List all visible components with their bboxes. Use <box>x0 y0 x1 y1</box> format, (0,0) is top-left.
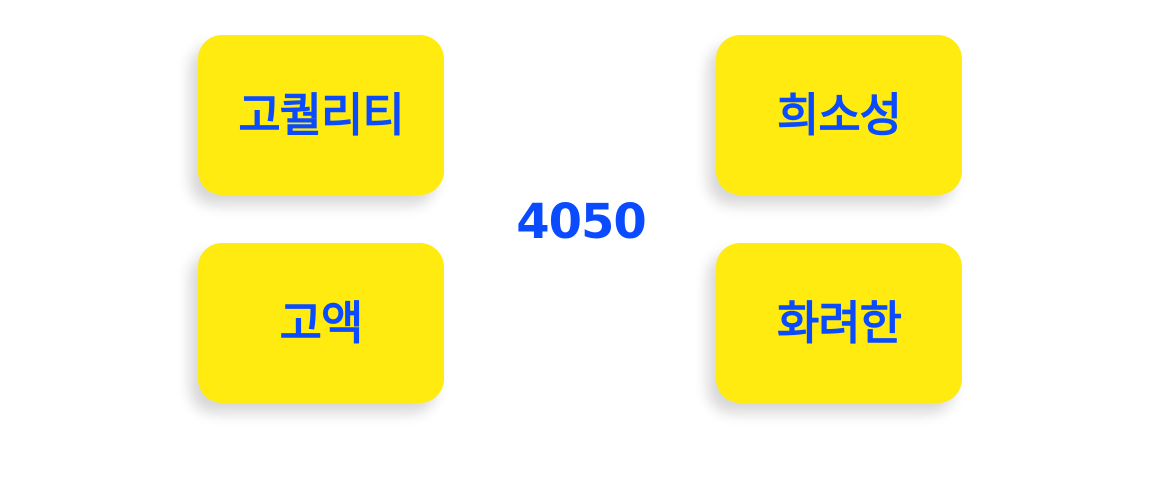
keyword-card-flashy: 화려한 <box>716 243 962 403</box>
keyword-card-scarcity: 희소성 <box>716 35 962 195</box>
keyword-card-high-price: 고액 <box>198 243 444 403</box>
keyword-label: 희소성 <box>777 88 902 142</box>
center-age-label: 4050 <box>516 194 647 250</box>
keyword-label: 고퀄리티 <box>238 88 404 142</box>
keyword-label: 화려한 <box>777 296 902 350</box>
keyword-card-high-quality: 고퀄리티 <box>198 35 444 195</box>
keyword-label: 고액 <box>279 296 364 350</box>
